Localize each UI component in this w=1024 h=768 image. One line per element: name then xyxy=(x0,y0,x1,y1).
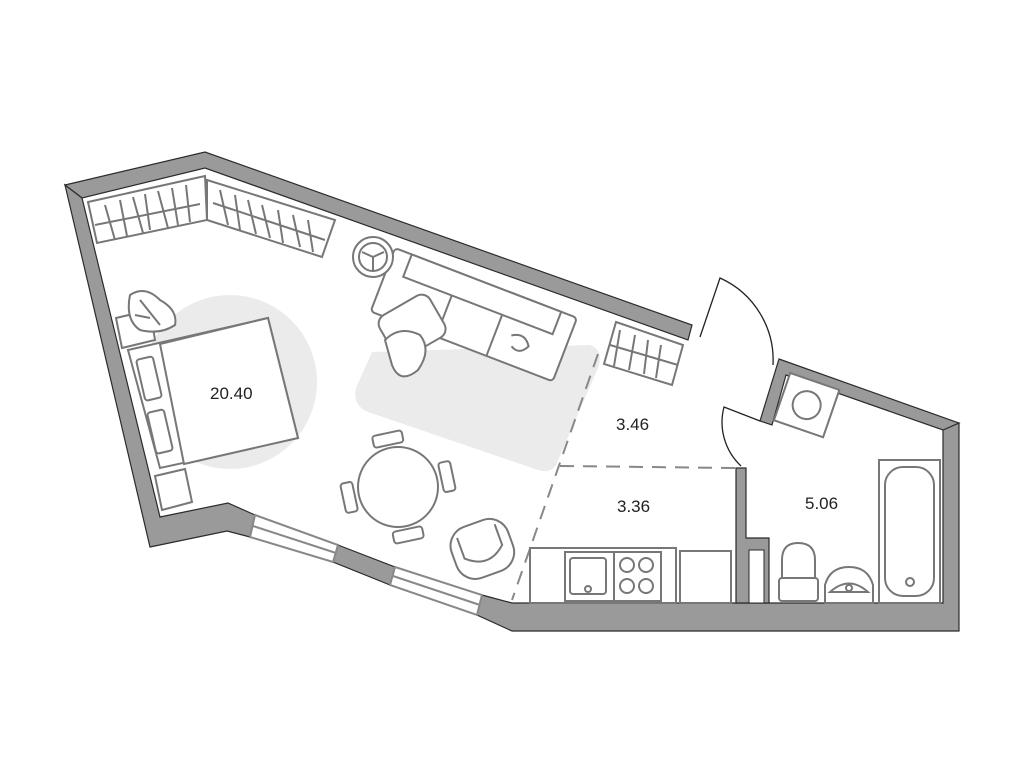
window-2 xyxy=(388,565,484,617)
plant-icon xyxy=(127,290,177,333)
bathtub xyxy=(878,459,941,604)
watermark: Новострой-М xyxy=(814,710,1012,743)
wardrobe-top xyxy=(206,178,337,259)
washbasin xyxy=(824,565,874,604)
sofa xyxy=(370,248,577,382)
wall-bottom-left-pier xyxy=(332,544,396,586)
wardrobe-hall xyxy=(602,320,685,387)
dining-table xyxy=(339,429,457,545)
sink xyxy=(569,557,607,595)
bed xyxy=(114,308,300,512)
entrance-door[interactable] xyxy=(699,277,774,366)
armchair xyxy=(449,517,516,580)
toilet xyxy=(778,541,819,602)
armchair-plant xyxy=(377,293,447,378)
stove xyxy=(613,551,662,602)
zone-divider-kitchen xyxy=(559,465,737,469)
window-1 xyxy=(248,513,340,564)
room-area-bathroom: 5.06 xyxy=(805,494,839,513)
room-area-hallway: 3.46 xyxy=(616,415,650,434)
bathroom-door[interactable] xyxy=(721,406,761,467)
fridge xyxy=(679,550,732,604)
room-area-kitchen: 3.36 xyxy=(617,497,651,516)
nightstand xyxy=(153,467,194,512)
side-table xyxy=(352,236,394,278)
kitchen-counter xyxy=(529,547,732,604)
washing-machine xyxy=(772,371,841,439)
shaft xyxy=(748,549,765,604)
room-area-living: 20.40 xyxy=(210,384,253,403)
zone-divider-diagonal xyxy=(511,353,599,601)
cushion-icon xyxy=(510,333,530,352)
